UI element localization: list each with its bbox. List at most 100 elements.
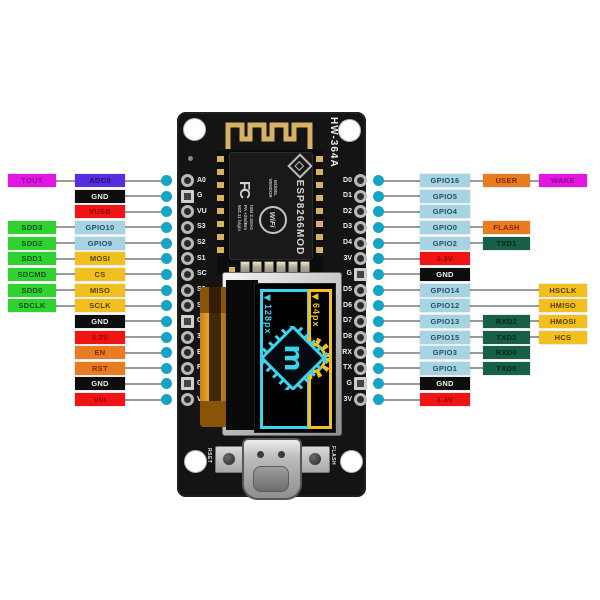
pin-pad [354, 283, 367, 297]
pin-pad [181, 393, 194, 407]
pin-pad [354, 267, 367, 281]
pin-label-box: SDD2 [8, 236, 56, 250]
oled-chip-logo-icon: m [263, 326, 329, 390]
pin-wire [100, 367, 167, 370]
pin-label-box: EN [75, 346, 125, 360]
pin-pad [354, 236, 367, 250]
ai-thinker-logo-icon [287, 153, 312, 179]
pin-pad [181, 346, 194, 360]
pin-silk-label: RX [342, 348, 352, 356]
wifi-roundel-icon: WiFi [259, 205, 287, 234]
pin-wire [378, 273, 460, 276]
pin-label-box: TXD0 [483, 361, 530, 375]
pin-dot [161, 237, 172, 249]
pin-dot [161, 315, 172, 327]
oled-backing [226, 280, 258, 430]
pin-label-box: GPIO13 [420, 314, 470, 328]
pin-dot [373, 331, 384, 343]
pin-wire [378, 398, 460, 401]
pin-wire [100, 398, 167, 401]
pin-pad [354, 220, 367, 234]
board-model-label: HW-364A [328, 117, 339, 168]
module-name: ESP8266MOD [294, 179, 306, 256]
pin-wire [378, 210, 460, 213]
pin-dot [373, 221, 384, 233]
pin-dot [373, 268, 384, 280]
module-pads-right [316, 156, 323, 256]
oled-width-label: ◀128px [263, 293, 273, 335]
pin-label-box: SDCMD [8, 267, 56, 281]
pin-dot [161, 378, 172, 390]
pin-label-box: MISO [75, 283, 125, 297]
pin-label-box: VUSB [75, 205, 125, 219]
pin-pad [354, 314, 367, 328]
pin-dot [373, 284, 384, 296]
pin-label-box: HCS [539, 330, 587, 344]
fiducial-dot [188, 156, 193, 161]
svg-text:m: m [278, 344, 308, 371]
pin-label-box: GPIO4 [420, 205, 470, 219]
oled-flex-cable [200, 287, 230, 427]
pin-label-box: HMISO [539, 299, 587, 313]
pin-silk-label: D3 [343, 223, 352, 231]
mounting-hole-top-left [183, 118, 206, 141]
pin-wire [378, 179, 577, 182]
pin-label-box: GPIO9 [75, 236, 125, 250]
usb-c-connector [242, 438, 302, 500]
pin-silk-label: TX [343, 364, 352, 372]
pin-label-box: FLASH [483, 220, 530, 234]
pin-label-box: GPIO5 [420, 189, 470, 203]
pin-label-box: GPIO0 [420, 220, 470, 234]
module-shield: ESP8266MOD MODEL VENDOR WiFi FC ISM 2.4G… [229, 152, 313, 260]
pin-label-box: HMOSI [539, 314, 587, 328]
pin-silk-label: G [346, 270, 352, 278]
pin-wire [100, 320, 167, 323]
pin-label-box: TXD1 [483, 236, 530, 250]
pin-label-box: GPIO12 [420, 299, 470, 313]
pin-pad [354, 346, 367, 360]
pin-silk-label: D2 [343, 207, 352, 215]
pin-label-box: GND [75, 189, 125, 203]
pin-dot [161, 300, 172, 312]
pin-pad [181, 361, 194, 375]
pin-silk-label: 3V [343, 395, 352, 403]
pin-silk-label: VU [197, 207, 207, 215]
pin-label-box: TOUT [8, 174, 56, 187]
pin-label-box: TXD2 [483, 330, 530, 344]
pin-dot [161, 190, 172, 202]
pin-label-box: 3.3V [420, 393, 470, 407]
pin-label-box: SDD1 [8, 252, 56, 266]
pin-dot [161, 206, 172, 218]
pin-pad [354, 189, 367, 203]
pin-pad [181, 377, 194, 391]
pin-dot [373, 378, 384, 390]
pin-label-box: Vin [75, 393, 125, 407]
pin-dot [161, 331, 172, 343]
pin-silk-label: S2 [197, 239, 206, 247]
pin-label-box: RXD2 [483, 314, 530, 328]
pin-silk-label: SC [197, 270, 207, 278]
pin-pad [181, 236, 194, 250]
pin-dot [373, 394, 384, 406]
flash-button [301, 446, 330, 473]
pin-pad [181, 299, 194, 313]
pin-label-box: RST [75, 361, 125, 375]
pin-pad [354, 361, 367, 375]
pin-pad [181, 205, 194, 219]
pin-label-box: GPIO1 [420, 361, 470, 375]
pin-dot [373, 300, 384, 312]
pin-dot [161, 221, 172, 233]
pin-label-box: SCLK [75, 299, 125, 313]
mounting-hole-bottom-right [340, 450, 363, 473]
flash-button-label: FLASH [330, 446, 336, 466]
pin-pad [181, 220, 194, 234]
pcb-board: HW-364A ESP8266MOD MODEL VENDOR [177, 112, 367, 500]
pin-dot [373, 190, 384, 202]
pin-dot [161, 175, 172, 186]
pin-pad [181, 314, 194, 328]
pin-dot [373, 347, 384, 359]
fcc-logo-icon: FC [236, 180, 254, 197]
pin-dot [161, 362, 172, 374]
pin-dot [373, 175, 384, 186]
